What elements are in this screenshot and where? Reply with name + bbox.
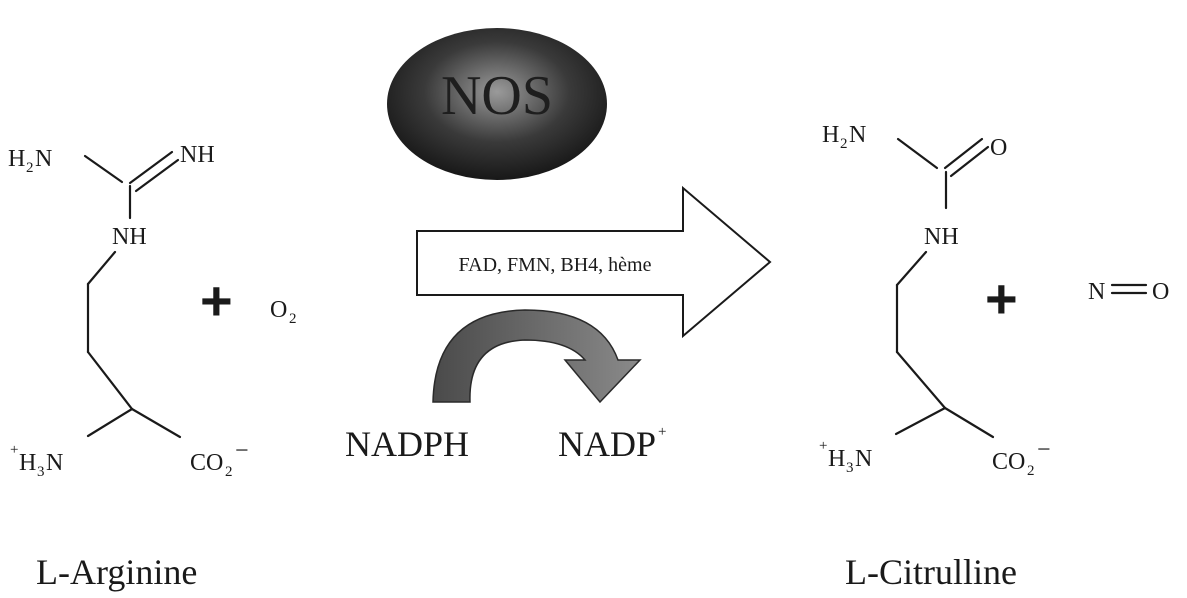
ammonium-charge: + — [819, 438, 827, 454]
plus-sign-right: + — [985, 267, 1018, 330]
carboxylate-charge: − — [1037, 437, 1051, 463]
amine-h-subscript: 2 — [840, 136, 848, 152]
double-bond-a — [943, 137, 984, 170]
double-bond-b — [134, 158, 180, 193]
ammonium-subscript: 3 — [37, 464, 45, 480]
amine-h: H — [822, 122, 839, 148]
ammonium-subscript: 3 — [846, 460, 854, 476]
carbonyl-o: O — [990, 135, 1007, 161]
bond — [83, 154, 124, 184]
amine-n: N — [849, 122, 866, 148]
bond — [86, 250, 117, 286]
amine-h: H — [8, 146, 25, 172]
enzyme-ellipse — [387, 28, 607, 180]
nadph-label: NADPH — [345, 424, 469, 464]
product-name: L-Citrulline — [845, 552, 1017, 592]
arrow-shape — [416, 185, 772, 339]
carboxylate-subscript: 2 — [225, 464, 233, 480]
ammonium-n: N — [46, 450, 63, 476]
plus-sign-left: + — [200, 269, 233, 332]
cofactor-curved-arrow — [432, 309, 642, 404]
imine-label: NH — [180, 142, 215, 168]
nos-enzyme: NOS — [387, 28, 607, 180]
ammonium-h: H — [828, 446, 845, 472]
nadp-label: NADP — [558, 424, 656, 464]
reaction-arrow: FAD, FMN, BH4, hème — [416, 185, 772, 339]
ammonium-charge: + — [10, 442, 18, 458]
double-bond-b — [949, 145, 990, 178]
bond — [943, 406, 995, 439]
curved-arrow-shape — [432, 309, 642, 404]
conditions-label: FAD, FMN, BH4, hème — [459, 254, 652, 276]
reactant-name: L-Arginine — [36, 552, 197, 592]
oxygen-label: O — [270, 297, 287, 323]
no-n: N — [1088, 279, 1105, 305]
ammonium-n: N — [855, 446, 872, 472]
amine-n: N — [35, 146, 52, 172]
nh-label: NH — [112, 224, 147, 250]
l-citrulline-structure: H 2 N O NH + H 3 N CO 2 − — [819, 122, 1051, 479]
nadp-charge: + — [658, 424, 666, 440]
nh-label: NH — [924, 224, 959, 250]
enzyme-label: NOS — [441, 65, 553, 127]
bond — [86, 350, 134, 411]
nitric-oxide: N O — [1088, 279, 1169, 305]
bond — [895, 250, 928, 287]
bond — [86, 407, 134, 438]
bond — [130, 407, 182, 439]
oxygen-subscript: 2 — [289, 311, 297, 327]
l-arginine-structure: H 2 N NH NH + H 3 N CO 2 − — [8, 142, 249, 480]
ammonium-h: H — [19, 450, 36, 476]
no-o: O — [1152, 279, 1169, 305]
bond — [895, 350, 947, 410]
bond — [896, 137, 939, 170]
amine-h-subscript: 2 — [26, 160, 34, 176]
carboxylate: CO — [992, 449, 1025, 475]
double-bond-a — [128, 150, 174, 185]
carboxylate-charge: − — [235, 438, 249, 464]
bond — [894, 406, 947, 436]
carboxylate: CO — [190, 450, 223, 476]
carboxylate-subscript: 2 — [1027, 463, 1035, 479]
